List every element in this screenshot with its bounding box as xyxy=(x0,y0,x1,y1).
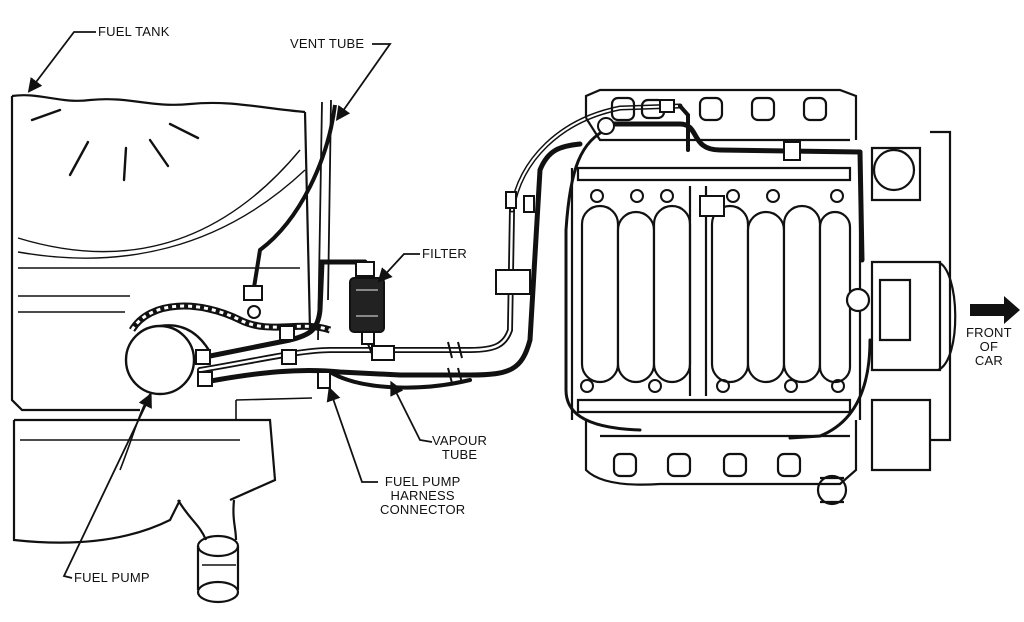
label-fuel-pump-harness-connector: FUEL PUMP HARNESS CONNECTOR xyxy=(380,475,465,517)
label-harness-line3: CONNECTOR xyxy=(380,502,466,517)
vent-tube-line xyxy=(250,104,337,301)
engine xyxy=(570,88,957,506)
fuel-filter xyxy=(349,261,385,355)
label-front-line1: FRONT xyxy=(966,325,1012,340)
label-vapour-tube: VAPOUR TUBE xyxy=(432,434,487,462)
label-front-line2: OF xyxy=(979,339,999,354)
label-harness-line2: HARNESS xyxy=(390,488,455,503)
front-arrow-icon xyxy=(970,296,1020,324)
label-filter: FILTER xyxy=(422,246,468,261)
pump-wiring xyxy=(129,302,332,334)
label-vapour-tube-line1: VAPOUR xyxy=(432,433,488,448)
label-harness-line1: FUEL PUMP xyxy=(384,474,461,489)
fuel-tank xyxy=(10,94,332,604)
label-vapour-tube-line2: TUBE xyxy=(441,447,478,462)
label-front-line3: CAR xyxy=(974,353,1003,368)
label-vent-tube: VENT TUBE xyxy=(290,36,365,51)
fuel-pump xyxy=(119,324,212,471)
label-fuel-tank: FUEL TANK xyxy=(98,24,170,39)
label-fuel-pump: FUEL PUMP xyxy=(74,570,150,585)
label-front-of-car: FRONT OF CAR xyxy=(966,326,1012,368)
